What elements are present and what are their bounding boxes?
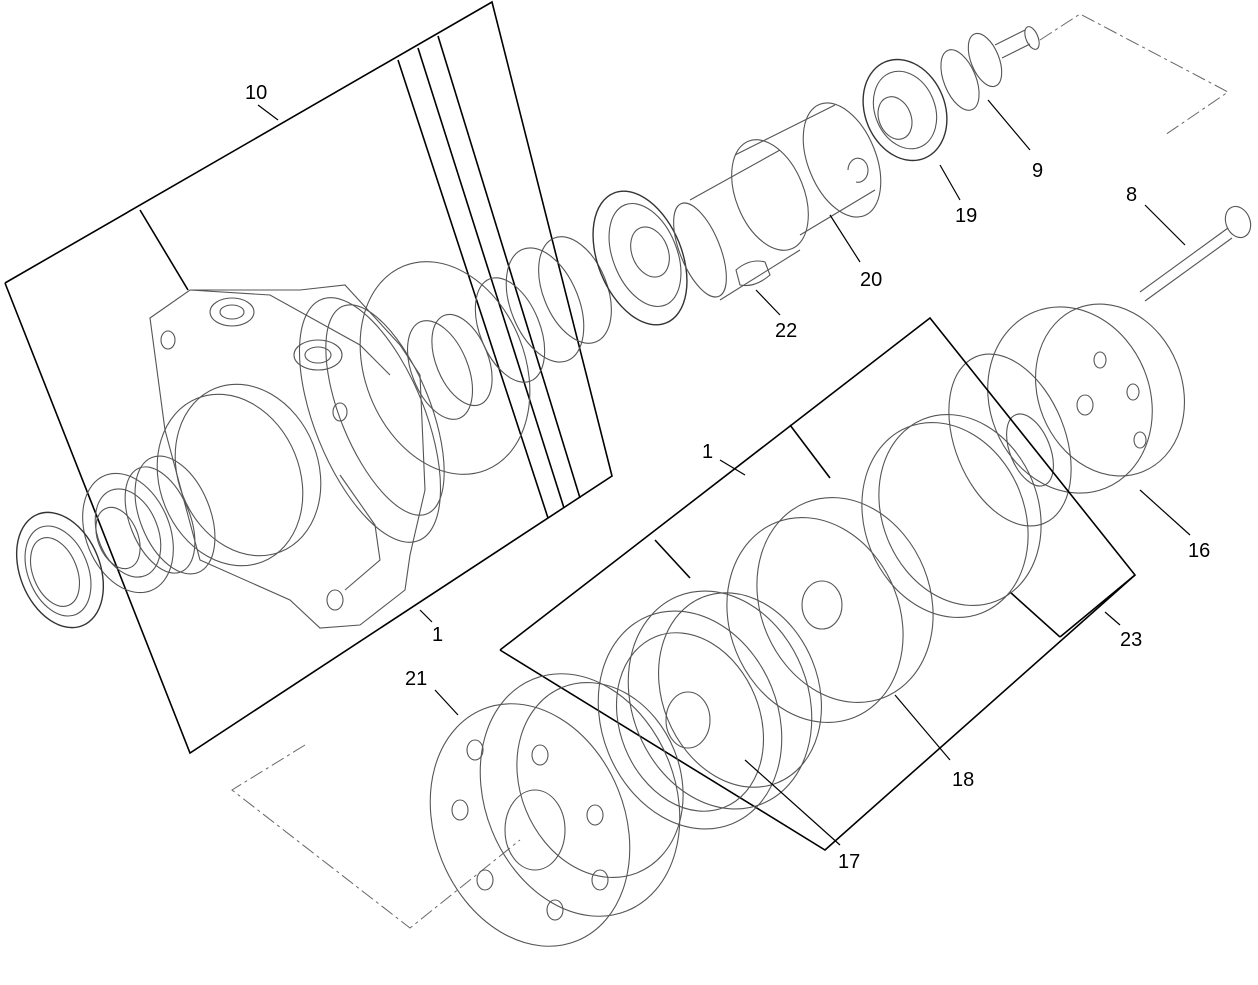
output-shaft (940, 26, 1040, 111)
leader-8 (1144, 204, 1186, 246)
callout-1-kit: 1 (702, 441, 713, 463)
leader-9 (987, 99, 1031, 151)
motor-housing (124, 284, 445, 629)
callout-17: 17 (838, 851, 860, 873)
needle-bearing (82, 472, 174, 594)
callout-23: 23 (1120, 629, 1142, 651)
tie-bolt (1139, 205, 1252, 302)
phantom-line-bottom-left (231, 744, 521, 929)
leader-17 (744, 759, 841, 846)
wear-plate (429, 673, 681, 947)
leader-1-housing (419, 609, 433, 623)
callout-10: 10 (245, 82, 267, 104)
o-ring-lower (516, 682, 684, 878)
o-ring-mid (658, 592, 822, 788)
o-ring-large (359, 261, 531, 475)
leader-21 (434, 689, 459, 716)
callout-20: 20 (860, 269, 882, 291)
seal-rings (406, 236, 612, 420)
thrust-bearing (592, 190, 688, 326)
manifold-disc (726, 497, 934, 723)
leader-1-kit (719, 459, 746, 476)
leader-18 (894, 694, 951, 761)
callout-8: 8 (1126, 184, 1137, 206)
leader-22 (755, 289, 781, 316)
callout-22: 22 (775, 320, 797, 342)
callout-21: 21 (405, 668, 427, 690)
callout-16: 16 (1188, 540, 1210, 562)
callout-1-housing: 1 (432, 624, 443, 646)
leader-16 (1139, 489, 1191, 536)
callout-18: 18 (952, 769, 974, 791)
leader-19 (939, 164, 961, 201)
valve-drive-spacer (1006, 413, 1054, 487)
end-cap (987, 303, 1186, 494)
bracket-10 (4, 0, 613, 755)
bracket-1-kit (499, 316, 1137, 851)
gerotor-set (597, 590, 813, 830)
valve-plate (861, 414, 1042, 618)
leader-10 (257, 104, 279, 121)
spline-coupling (862, 58, 948, 162)
drive-shaft (673, 102, 882, 301)
leader-20 (829, 214, 861, 263)
leader-23 (1104, 611, 1121, 626)
callout-9: 9 (1032, 160, 1043, 182)
callout-19: 19 (955, 205, 977, 227)
shaft-seal (15, 511, 105, 629)
spacer-ring (948, 353, 1072, 527)
phantom-line-top-right (1039, 13, 1229, 136)
woodruff-key (735, 260, 771, 287)
